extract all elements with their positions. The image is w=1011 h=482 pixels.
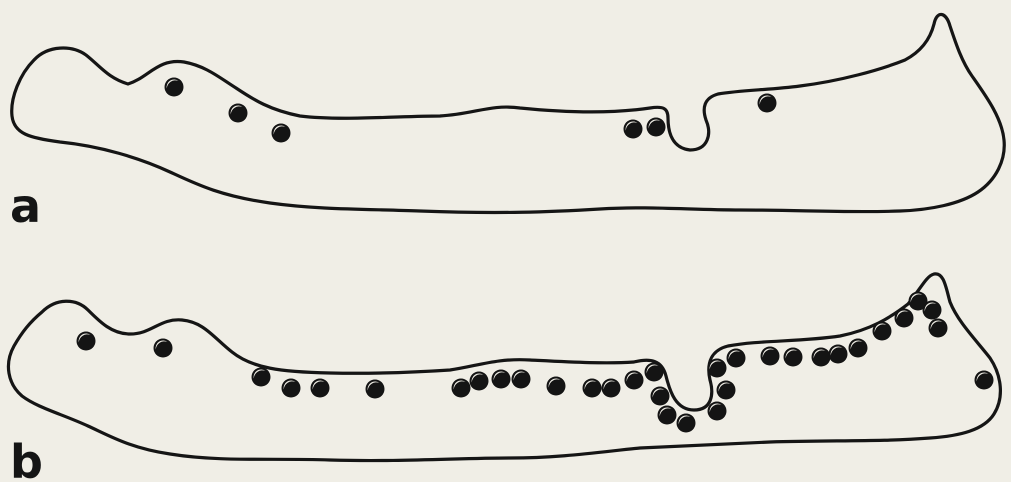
panel-b-dot [282,379,301,398]
panel-b-dot [873,322,892,341]
panel-a-dots [165,78,777,143]
panel-b-dot [645,363,664,382]
panel-b-dot [583,379,602,398]
panel-a-outline [12,14,1005,212]
panel-b-dot [658,406,677,425]
panel-b-dot [547,377,566,396]
panel-a: a [10,14,1004,233]
panel-b-dot [849,339,868,358]
panel-b-dots [77,292,994,433]
panel-b-dot [784,348,803,367]
panel-b-dot [366,380,385,399]
panel-b-label: b [10,435,43,482]
panel-b-dot [717,381,736,400]
panel-b-dot [492,370,511,389]
panel-a-label: a [10,179,41,233]
panel-b-dot [923,301,942,320]
panel-b-dot [708,359,727,378]
panel-a-dot [758,94,777,113]
panel-b-dot [154,339,173,358]
panel-b-dot [761,347,780,366]
panel-b-dot [929,319,948,338]
panel-b-dot [602,379,621,398]
panel-b-dot [625,371,644,390]
panel-b-dot [829,345,848,364]
panel-b-dot [77,332,96,351]
panel-a-dot [165,78,184,97]
panel-b-dot [651,387,670,406]
panel-b-dot [470,372,489,391]
panel-b-dot [452,379,471,398]
panel-b-dot [727,349,746,368]
panel-b-dot [252,368,271,387]
panel-b-dot [895,309,914,328]
panel-b-outline [8,274,1000,461]
panel-a-dot [624,120,643,139]
panel-b-dot [708,402,727,421]
panel-b: b [8,274,1000,482]
panel-a-dot [229,104,248,123]
panel-b-dot [677,414,696,433]
panel-b-dot [975,371,994,390]
panel-b-dot [311,379,330,398]
panel-a-dot [647,118,666,137]
panel-b-dot [512,370,531,389]
panel-a-dot [272,124,291,143]
panel-b-dot [812,348,831,367]
